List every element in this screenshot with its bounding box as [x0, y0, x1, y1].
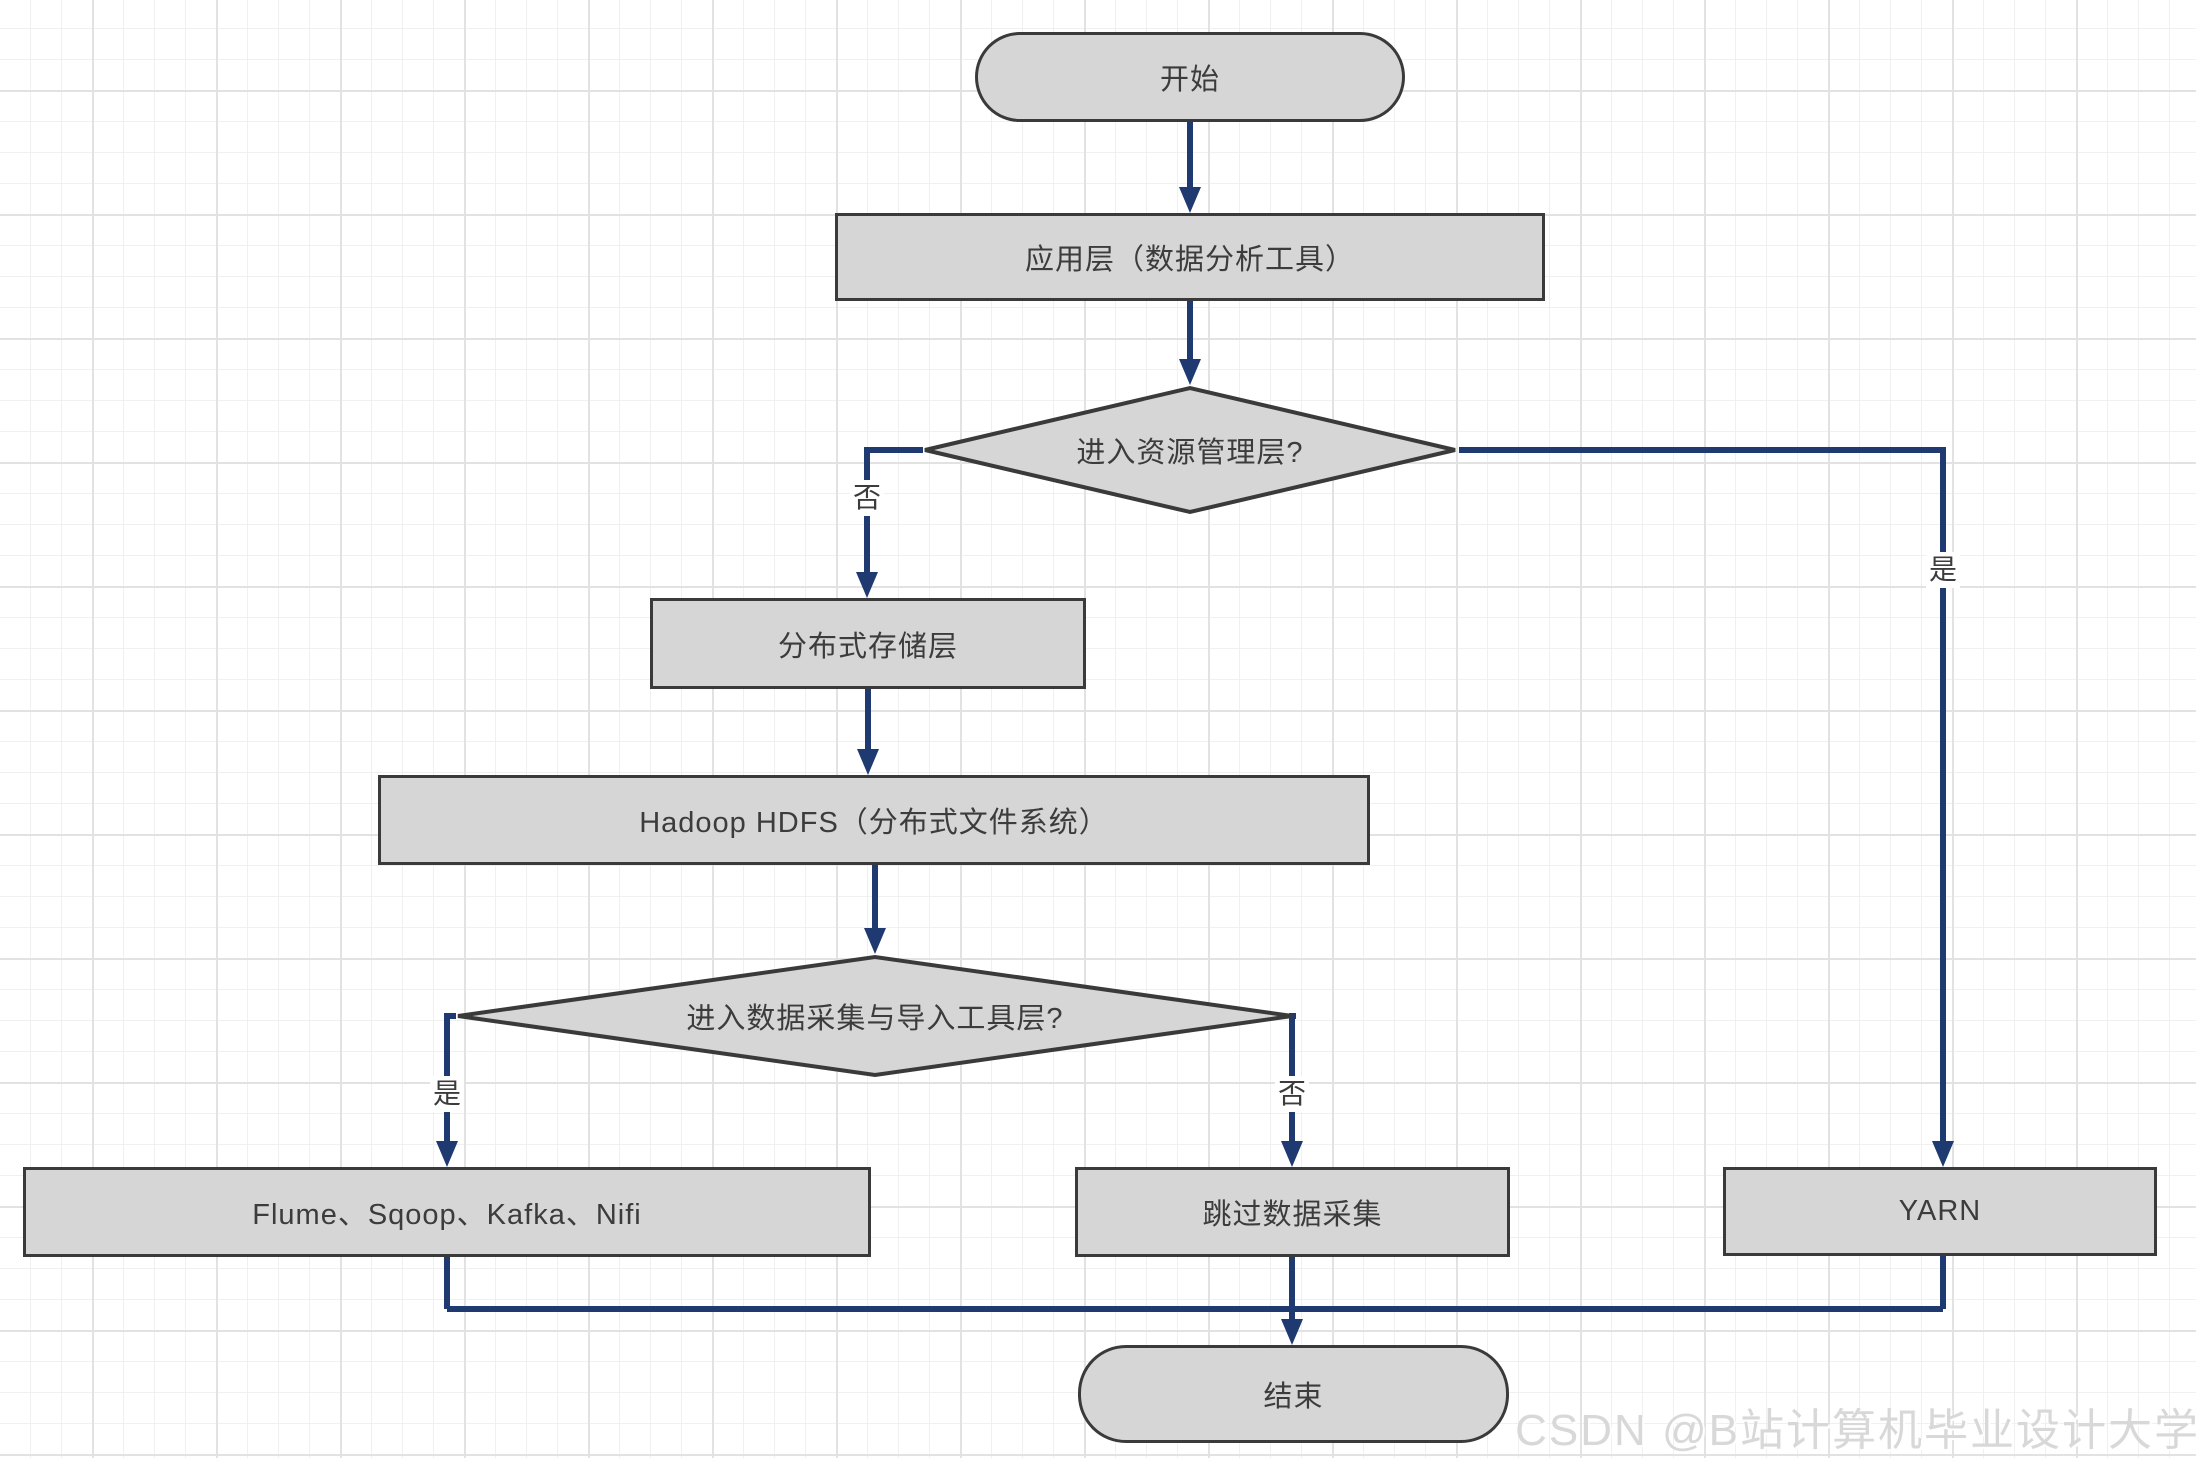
arrowhead-into-hdfs [857, 749, 879, 775]
node-skip-ingest: 跳过数据采集 [1075, 1167, 1510, 1257]
node-app-layer: 应用层（数据分析工具） [835, 213, 1545, 301]
arrowhead-into-storage [856, 572, 878, 598]
node-yarn: YARN [1723, 1167, 2157, 1256]
arrowhead-into-end [1281, 1319, 1303, 1345]
edge-label-resource-yes: 是 [1925, 552, 1961, 588]
node-ingest-tools: Flume、Sqoop、Kafka、Nifi [23, 1167, 871, 1257]
node-decision-resource-label: 进入资源管理层? [1076, 437, 1304, 469]
node-storage-layer: 分布式存储层 [650, 598, 1086, 689]
csdn-watermark: CSDN @B站计算机毕业设计大学 [1515, 1406, 2196, 1455]
edge-label-resource-no: 否 [849, 480, 885, 516]
node-decision-resource: 进入资源管理层? [921, 385, 1459, 515]
edge-label-ingest-no: 否 [1274, 1076, 1310, 1112]
node-end-label: 结束 [1263, 1381, 1324, 1413]
arrowhead-into-yarn [1932, 1141, 1954, 1167]
arrowhead-into-ingest-tools [436, 1141, 458, 1167]
node-skip-ingest-label: 跳过数据采集 [1202, 1199, 1383, 1231]
arrowhead-into-decision-resource [1179, 359, 1201, 385]
edge-decision-resource-no [864, 447, 923, 574]
node-start: 开始 [975, 32, 1405, 122]
node-end: 结束 [1078, 1345, 1509, 1443]
arrowhead-into-decision-ingest [864, 928, 886, 954]
arrowhead-into-skip-ingest [1281, 1141, 1303, 1167]
node-ingest-tools-label: Flume、Sqoop、Kafka、Nifi [252, 1199, 642, 1231]
node-yarn-label: YARN [1898, 1195, 1982, 1227]
node-storage-layer-label: 分布式存储层 [777, 630, 958, 663]
edge-label-ingest-yes: 是 [429, 1076, 465, 1112]
node-hdfs: Hadoop HDFS（分布式文件系统） [378, 775, 1370, 865]
node-hdfs-label: Hadoop HDFS（分布式文件系统） [639, 807, 1109, 839]
node-app-layer-label: 应用层（数据分析工具） [1024, 244, 1355, 276]
node-start-label: 开始 [1159, 64, 1220, 96]
edge-decision-resource-yes [1459, 447, 1946, 1143]
arrowhead-into-app [1179, 187, 1201, 213]
node-decision-ingest: 进入数据采集与导入工具层? [454, 954, 1296, 1078]
diamond-shape [457, 954, 1293, 1078]
diamond-shape [924, 385, 1456, 515]
node-decision-ingest-label: 进入数据采集与导入工具层? [686, 1003, 1064, 1035]
